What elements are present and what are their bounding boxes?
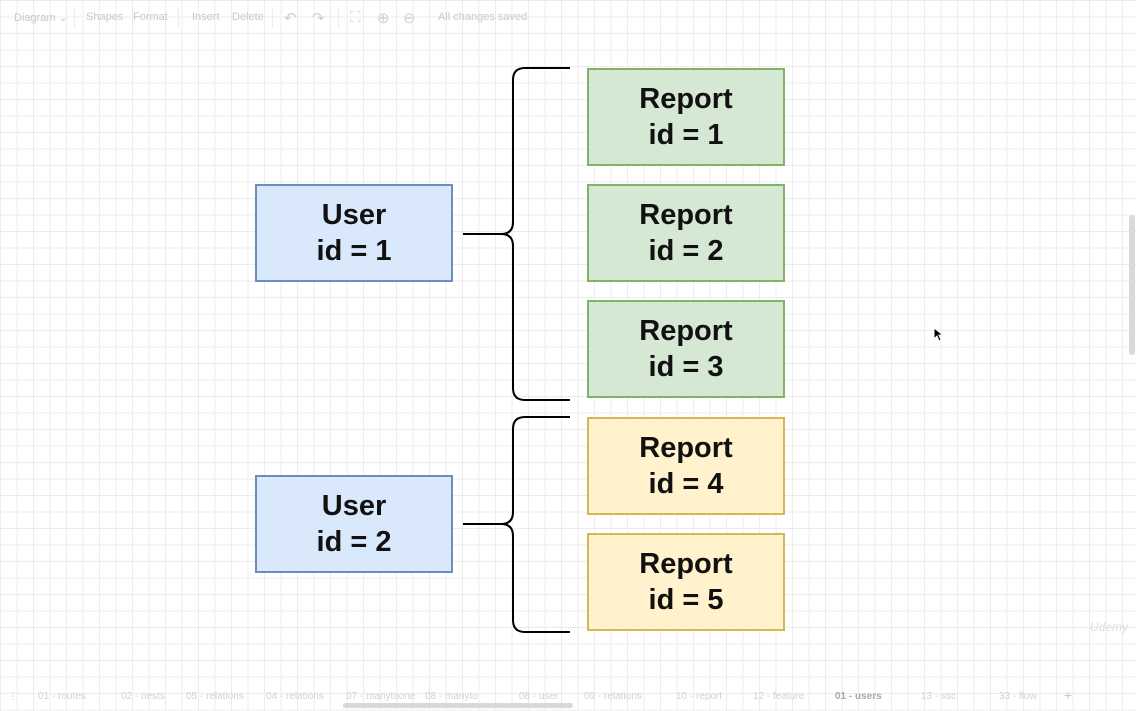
- toolbar-divider: [178, 8, 179, 28]
- connector-brace-user-2-bottom: [500, 523, 570, 633]
- page-tabs: ⋮ 01 - routes 02 - nests 05 - relations …: [0, 686, 1136, 711]
- connector-brace-user-1-top: [463, 67, 570, 235]
- tab[interactable]: 02 - nests: [121, 691, 165, 702]
- tab-active[interactable]: 01 - users: [835, 691, 882, 702]
- user-box-1[interactable]: User id = 1: [255, 184, 453, 282]
- user-id: id = 1: [316, 235, 392, 267]
- report-id: id = 2: [648, 235, 724, 267]
- report-box-5[interactable]: Report id = 5: [587, 533, 785, 631]
- report-title: Report: [639, 315, 733, 347]
- report-box-2[interactable]: Report id = 2: [587, 184, 785, 282]
- user-box-2[interactable]: User id = 2: [255, 475, 453, 573]
- fullscreen-icon[interactable]: ⛶: [350, 9, 361, 26]
- format-button[interactable]: Format: [133, 11, 168, 23]
- tab[interactable]: 07 - manytoone: [346, 691, 416, 702]
- tab[interactable]: 13 - ssc: [921, 691, 957, 702]
- delete-button[interactable]: Delete: [232, 11, 264, 23]
- tab[interactable]: 08 - user: [519, 691, 559, 702]
- zoom-out-icon[interactable]: ⊖: [403, 10, 416, 27]
- tab[interactable]: 10 - report: [676, 691, 723, 702]
- report-title: Report: [639, 199, 733, 231]
- undo-icon[interactable]: ↶: [284, 10, 297, 27]
- toolbar: Diagram ⌄ Shapes Format Insert Delete ↶ …: [0, 0, 1136, 36]
- mouse-cursor-icon: [933, 327, 945, 342]
- tab[interactable]: 01 - routes: [38, 691, 86, 702]
- diagram-menu[interactable]: Diagram ⌄: [14, 12, 68, 24]
- tab[interactable]: 04 - relations: [266, 691, 324, 702]
- report-title: Report: [639, 83, 733, 115]
- report-box-3[interactable]: Report id = 3: [587, 300, 785, 398]
- horizontal-scrollbar[interactable]: [343, 703, 573, 708]
- report-id: id = 3: [648, 351, 724, 383]
- tab[interactable]: 08 - manyto: [425, 691, 478, 702]
- insert-button[interactable]: Insert: [192, 11, 220, 23]
- report-id: id = 5: [648, 584, 724, 616]
- user-id: id = 2: [316, 526, 392, 558]
- tab[interactable]: 12 - feature: [753, 691, 805, 702]
- user-title: User: [321, 199, 387, 231]
- report-id: id = 4: [648, 468, 724, 500]
- add-page-icon[interactable]: +: [1064, 687, 1073, 703]
- report-box-1[interactable]: Report id = 1: [587, 68, 785, 166]
- report-title: Report: [639, 432, 733, 464]
- report-box-4[interactable]: Report id = 4: [587, 417, 785, 515]
- tab[interactable]: 05 - relations: [186, 691, 244, 702]
- report-id: id = 1: [648, 119, 724, 151]
- redo-icon[interactable]: ↷: [312, 10, 325, 27]
- shapes-button[interactable]: Shapes: [86, 11, 124, 23]
- report-title: Report: [639, 548, 733, 580]
- vertical-scrollbar[interactable]: [1129, 215, 1135, 355]
- tab[interactable]: 09 - relations: [584, 691, 642, 702]
- tab[interactable]: 33 - flow: [999, 691, 1037, 702]
- toolbar-divider: [272, 8, 273, 28]
- toolbar-divider: [338, 8, 339, 28]
- zoom-in-icon[interactable]: ⊕: [377, 10, 390, 27]
- tabs-menu-icon[interactable]: ⋮: [8, 691, 18, 702]
- connector-brace-user-2-top: [463, 416, 570, 525]
- connector-brace-user-1-bottom: [500, 233, 570, 401]
- watermark: Udemy: [1090, 620, 1129, 634]
- toolbar-divider: [74, 8, 75, 28]
- save-status: All changes saved: [438, 11, 528, 23]
- user-title: User: [321, 490, 387, 522]
